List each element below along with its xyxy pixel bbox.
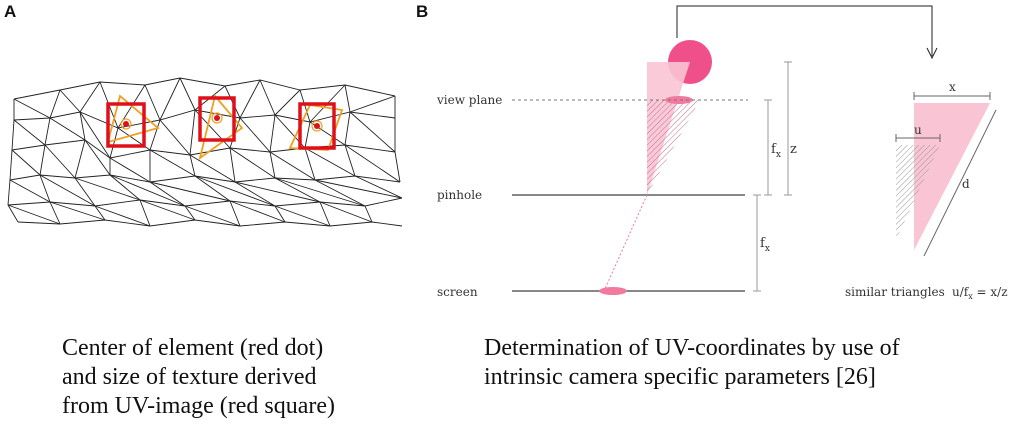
caption-a-line-1: Center of element (red dot) — [62, 335, 324, 361]
mesh — [7, 77, 403, 227]
projection-ray — [603, 194, 648, 292]
caption-b: Determination of UV-coordinates by use o… — [484, 334, 1004, 392]
view-plane-ellipse — [665, 96, 693, 104]
caption-a-line-3: from UV-image (red square) — [62, 393, 336, 419]
d-label: d — [962, 177, 970, 191]
panel-a-letter: A — [4, 2, 17, 21]
large-triangle — [914, 103, 990, 250]
u-label: u — [914, 123, 922, 137]
caption-b-line-2: intrinsic camera specific parameters [26… — [484, 364, 876, 390]
pinhole-label: pinhole — [437, 188, 482, 202]
caption-b-line-1: Determination of UV-coordinates by use o… — [484, 335, 900, 361]
equation-label: u/fx = x/z — [952, 285, 1008, 301]
hatched-cone — [647, 100, 700, 195]
fx-top-label: fx — [771, 142, 781, 160]
caption-a-line-2: and size of texture derived — [62, 364, 317, 390]
similar-triangles-label: similar triangles — [845, 285, 945, 299]
triangle-dimensions — [895, 92, 997, 257]
element-centers — [120, 112, 323, 132]
small-triangle — [896, 145, 940, 240]
x-label: x — [949, 80, 956, 94]
texture-squares — [106, 96, 336, 150]
fx-bottom-label: fx — [760, 236, 770, 254]
figure-canvas: view plane pinhole screen fx z fx x u d … — [7, 5, 1008, 301]
panel-b-letter: B — [416, 2, 429, 21]
caption-a: Center of element (red dot) and size of … — [62, 334, 382, 421]
screen-ellipse — [599, 287, 627, 295]
screen-label: screen — [437, 285, 478, 299]
arrow-head — [926, 47, 938, 60]
dimension-lines — [753, 61, 792, 292]
connector-arrow — [676, 5, 933, 56]
z-label: z — [790, 142, 797, 157]
view-plane-label: view plane — [436, 93, 502, 107]
